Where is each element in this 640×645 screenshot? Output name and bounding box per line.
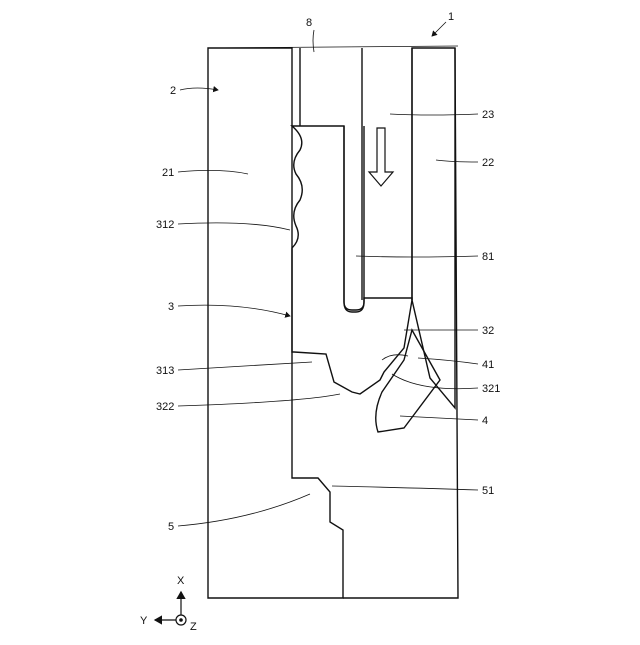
part-8-channel	[300, 48, 412, 300]
label-21: 21	[162, 167, 174, 179]
label-3: 3	[168, 301, 174, 313]
label-51: 51	[482, 485, 494, 497]
label-312: 312	[156, 219, 174, 231]
direction-arrow-icon	[369, 128, 393, 186]
label-32: 32	[482, 325, 494, 337]
label-81: 81	[482, 251, 494, 263]
label-4: 4	[482, 415, 488, 427]
part-3-latch	[292, 126, 412, 394]
axis-x-label: X	[177, 575, 185, 587]
axis-y-label: Y	[140, 615, 148, 627]
label-23: 23	[482, 109, 494, 121]
label-313: 313	[156, 365, 174, 377]
axis-z-label: Z	[190, 621, 197, 633]
axes-indicator: X Y Z	[140, 575, 197, 633]
label-22: 22	[482, 157, 494, 169]
label-1: 1	[448, 11, 454, 23]
part-21-left-wall	[208, 48, 343, 598]
label-322: 322	[156, 401, 174, 413]
label-2: 2	[170, 85, 176, 97]
label-41: 41	[482, 359, 494, 371]
part-22-right-wall	[412, 48, 455, 408]
label-5: 5	[168, 521, 174, 533]
label-321: 321	[482, 383, 500, 395]
leader-lines	[178, 22, 478, 526]
housing-right-edge	[343, 48, 458, 598]
label-8: 8	[306, 17, 312, 29]
